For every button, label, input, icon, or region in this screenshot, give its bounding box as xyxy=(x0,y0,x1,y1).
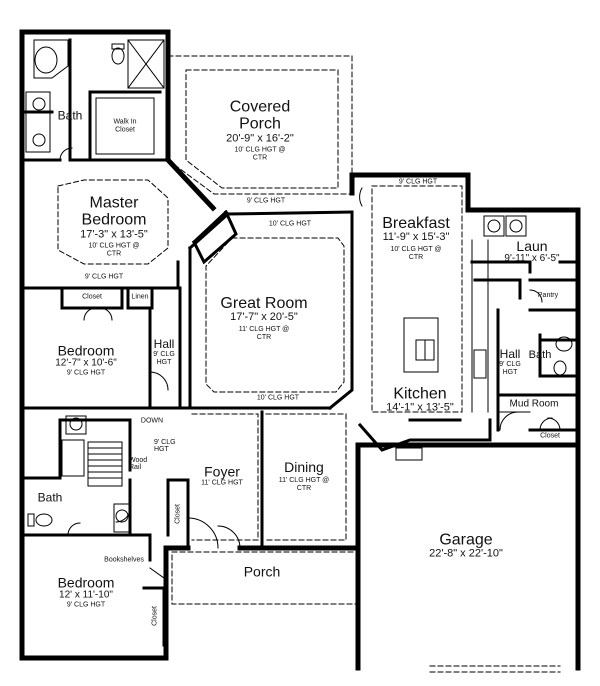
room-name: Bath xyxy=(528,349,552,362)
room-dims: 12'-7" x 10'-6" xyxy=(55,357,117,369)
room-ceiling: 9' CLG HGT xyxy=(66,369,106,377)
room-name: Master Bedroom xyxy=(81,194,147,229)
room-name: Bedroom xyxy=(57,342,115,359)
closet-label-bedroom-2: Closet xyxy=(82,293,102,301)
room-dims: 20'-9" x 16'-2" xyxy=(226,131,294,144)
closet-label-bedroom-3: Closet xyxy=(151,606,159,626)
room-ceiling: 9' CLG HGT xyxy=(66,601,106,609)
room-name: Hall xyxy=(153,336,175,351)
room-pantry: Pantry xyxy=(538,292,558,300)
room-dims: 14'-1" x 13'-5" xyxy=(386,401,454,414)
room-master-bedroom: Master Bedroom 17'-3" x 13'-5" 10' CLG H… xyxy=(69,194,159,258)
room-hall-2: Hall 9' CLG HGT xyxy=(497,348,523,376)
room-bath-2: Bath xyxy=(37,490,63,505)
room-name: Mud Room xyxy=(509,398,559,410)
room-hall-1: Hall 9' CLG HGT xyxy=(151,338,177,366)
interior-walls xyxy=(24,38,580,647)
room-foyer: Foyer 11' CLG HGT xyxy=(201,463,243,488)
room-name: Dining xyxy=(284,458,324,475)
room-dims: 11'-9" x 15'-3" xyxy=(382,231,450,244)
ceiling-label-breakfast-top: 9' CLG HGT xyxy=(398,178,438,186)
room-covered-porch: Covered Porch 20'-9" x 16'-2" 10' CLG HG… xyxy=(215,98,305,162)
room-name: Bath xyxy=(37,490,63,505)
room-ceiling: 11' CLG HGT @ CTR xyxy=(278,477,330,492)
room-ceiling: 11' CLG HGT @ CTR xyxy=(238,326,290,341)
room-ceiling: 11' CLG HGT xyxy=(201,479,243,487)
room-dims: 9'-11" x 6'-5" xyxy=(504,253,560,265)
room-great-room: Great Room 17'-7" x 20'-5" 11' CLG HGT @… xyxy=(220,295,307,341)
room-ceiling: 10' CLG HGT @ CTR xyxy=(234,146,286,162)
room-dims: 22'-8" x 22'-10" xyxy=(429,547,503,560)
room-name: Porch xyxy=(243,563,281,580)
fixtures xyxy=(25,39,573,579)
room-dims: 17'-7" x 20'-5" xyxy=(230,311,298,324)
room-bedroom-2: Bedroom 12'-7" x 10'-6" 9' CLG HGT xyxy=(55,342,117,377)
room-mud-room: Mud Room xyxy=(509,398,559,411)
room-ceiling: 10' CLG HGT @ CTR xyxy=(390,246,442,261)
room-ceiling: 10' CLG HGT @ CTR xyxy=(88,242,140,258)
room-name: Bedroom xyxy=(57,574,115,591)
room-name: Great Room xyxy=(220,294,308,312)
ceiling-label-great-room-bottom: 10' CLG HGT xyxy=(256,394,300,402)
room-walk-in-closet: Walk In Closet xyxy=(103,118,147,133)
dashed-outlines xyxy=(57,55,561,673)
room-breakfast: Breakfast 11'-9" x 15'-3" 10' CLG HGT @ … xyxy=(382,215,450,261)
closet-label-mud-room: Closet xyxy=(540,432,560,440)
room-ceiling: 9' CLG HGT xyxy=(499,360,521,376)
room-dining: Dining 11' CLG HGT @ CTR xyxy=(274,458,334,492)
room-name: Kitchen xyxy=(393,385,447,403)
room-name: Bath xyxy=(57,108,83,123)
room-name: Walk In Closet xyxy=(113,118,137,133)
room-name: Pantry xyxy=(537,292,559,300)
ceiling-label-hall-stair: 9' CLG HGT xyxy=(154,439,176,453)
ceiling-label-porch-edge: 9' CLG HGT xyxy=(246,197,286,205)
room-name: Garage xyxy=(439,531,493,549)
room-bath-3: Bath xyxy=(528,349,552,362)
room-dims: 12' x 11'-10" xyxy=(59,589,113,601)
room-porch: Porch xyxy=(244,564,281,579)
room-dims: 17'-3" x 13'-5" xyxy=(80,227,148,240)
room-name: Laun xyxy=(516,238,548,255)
bookshelves-label: Bookshelves xyxy=(104,556,144,564)
ceiling-label-master-bottom: 9' CLG HGT xyxy=(84,273,124,281)
linen-label: Linen xyxy=(131,293,149,301)
room-garage: Garage 22'-8" x 22'-10" xyxy=(429,531,503,560)
room-bedroom-3: Bedroom 12' x 11'-10" 9' CLG HGT xyxy=(57,574,115,609)
room-name: Covered Porch xyxy=(229,98,291,133)
room-kitchen: Kitchen 14'-1" x 13'-5" xyxy=(386,385,454,414)
room-name: Breakfast xyxy=(382,214,450,232)
closet-label-foyer: Closet xyxy=(174,504,182,524)
wood-rail-label: Wood Rail xyxy=(129,457,148,471)
ceiling-label-great-room-top: 10' CLG HGT xyxy=(268,220,312,228)
stair-down-label: DOWN xyxy=(140,417,164,425)
room-laundry: Laun 9'-11" x 6'-5" xyxy=(504,238,560,265)
room-name: Hall xyxy=(499,346,521,361)
room-ceiling: 9' CLG HGT xyxy=(153,350,175,366)
room-master-bath: Bath xyxy=(57,108,83,123)
room-name: Foyer xyxy=(204,463,240,480)
